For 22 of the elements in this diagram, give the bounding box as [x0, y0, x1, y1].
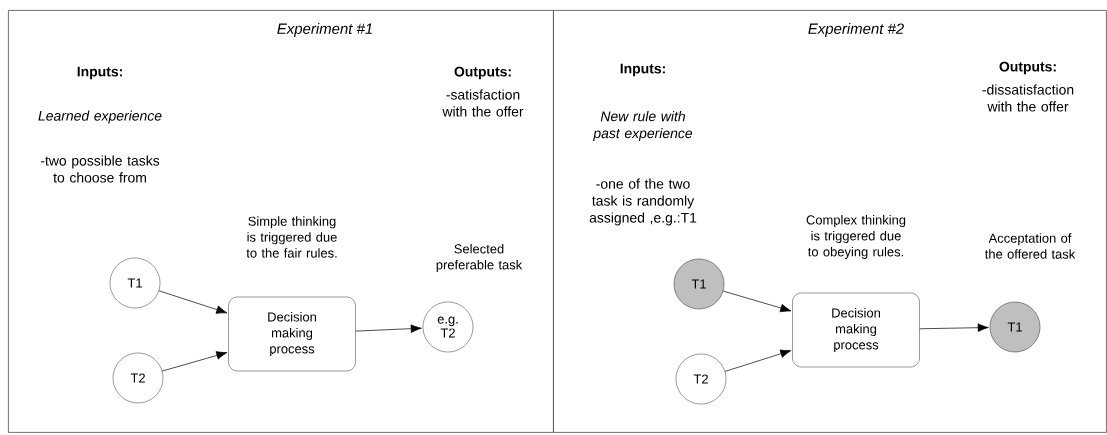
panel-text: Inputs: [77, 66, 122, 80]
panel-text: Outputs: [999, 61, 1056, 75]
panel-text: -one of the two task is randomly assigned ,e.g.:T1 [589, 178, 697, 226]
panel-text: Inputs: [620, 63, 665, 77]
panel-text: Outputs: [454, 66, 511, 80]
arrow [158, 290, 228, 314]
node-caption: Selected preferable task [436, 244, 523, 272]
arrow [355, 324, 422, 333]
node-caption: Simple thinking is triggered due to the fair rules. [246, 216, 337, 258]
panel-text: -satisfaction with the offer [442, 89, 524, 117]
arrow [722, 290, 792, 313]
panel-text: -two possible tasks to choose from [40, 155, 160, 183]
node-caption: Complex thinking is triggered due to obeying rules. [806, 215, 906, 259]
process-box: Decision making process [228, 296, 356, 372]
panel-text: Learned experience [38, 110, 162, 124]
panel-text: -dissatisfaction with the offer [982, 84, 1074, 112]
process-box: Decision making process [792, 292, 920, 368]
arrow [919, 323, 989, 332]
panel-text: New rule with past experience [593, 111, 693, 141]
node-caption: Acceptation of the offered task [984, 233, 1076, 259]
arrow [724, 349, 792, 372]
arrow [161, 351, 228, 372]
